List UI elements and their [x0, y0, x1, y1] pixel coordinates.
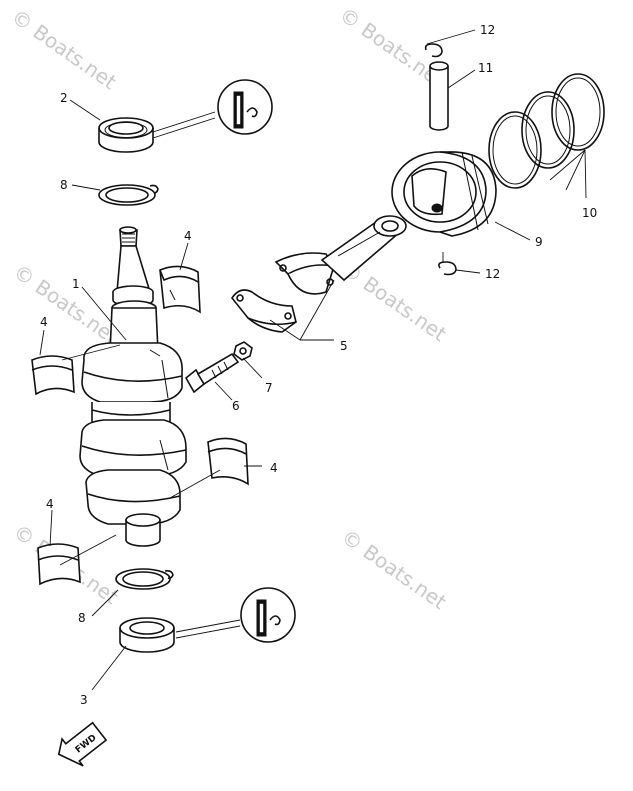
connecting-rod — [274, 215, 407, 295]
callout-10: 10 — [582, 206, 597, 220]
watermark: © Boats.net — [9, 259, 123, 349]
bearing-lower-left — [37, 543, 81, 586]
leader-lines — [39, 29, 587, 691]
callout-4: 4 — [270, 461, 278, 475]
callout-8: 8 — [78, 611, 86, 625]
callout-4: 4 — [184, 229, 192, 243]
circlip-bottom — [438, 261, 457, 276]
callout-12: 12 — [485, 267, 500, 281]
callout-6: 6 — [232, 399, 240, 413]
bearing-upper-right — [159, 265, 201, 314]
forward-arrow-icon: FWD — [57, 721, 108, 767]
bearing-upper-left — [31, 355, 75, 396]
callout-9: 9 — [535, 235, 543, 249]
piston-ring-2 — [521, 91, 575, 169]
callout-labels: 12 11 2 8 4 1 4 10 9 12 5 7 6 4 4 8 3 — [40, 23, 597, 707]
rod-washer — [233, 341, 253, 361]
callout-12: 12 — [480, 23, 495, 37]
seal-lip-detail-top — [217, 79, 273, 135]
callout-2: 2 — [60, 91, 68, 105]
piston-ring-1 — [488, 111, 542, 189]
callout-1: 1 — [72, 277, 80, 291]
rod-bolt — [184, 352, 240, 394]
callout-8: 8 — [60, 178, 68, 192]
seal-lip-detail-bottom — [240, 587, 296, 643]
crankshaft — [79, 226, 187, 547]
piston-pin — [429, 61, 449, 131]
callout-11: 11 — [478, 61, 493, 75]
callout-7: 7 — [265, 381, 273, 395]
watermark: © Boats.net — [7, 4, 121, 94]
callout-4: 4 — [46, 497, 54, 511]
upper-oil-seal — [98, 111, 216, 153]
lower-oil-seal — [119, 617, 241, 653]
callout-3: 3 — [80, 693, 88, 707]
lower-o-ring — [115, 568, 174, 590]
upper-o-ring — [98, 184, 159, 206]
callout-4: 4 — [40, 315, 48, 329]
watermark: © Boats.net — [337, 524, 451, 614]
circlip-top — [424, 43, 443, 58]
piston — [391, 151, 497, 237]
bearing-lower-right — [207, 437, 249, 486]
piston-ring-3 — [551, 73, 605, 151]
rod-cap — [231, 289, 297, 333]
callout-5: 5 — [340, 339, 348, 353]
